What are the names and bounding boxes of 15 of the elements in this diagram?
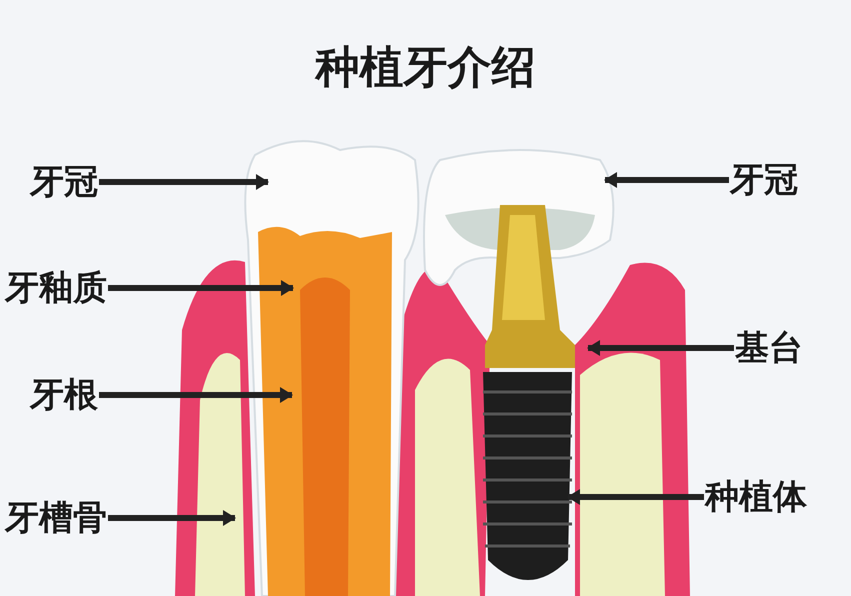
part-label: 牙冠 [730,160,798,200]
leader-arrow [108,280,294,296]
leader-arrow [99,174,269,190]
part-label: 基台 [735,328,803,368]
leader-arrow [99,387,293,403]
leader-arrow [108,510,236,526]
title: 种植牙介绍 [314,41,536,95]
part-label: 牙冠 [30,162,98,202]
part-label: 种植体 [705,477,807,517]
part-label: 牙槽骨 [5,498,107,538]
leader-arrow [587,340,734,356]
leader-arrow [567,489,704,505]
leader-arrow [604,172,729,188]
part-label: 牙釉质 [5,268,107,308]
part-label: 牙根 [30,375,98,415]
